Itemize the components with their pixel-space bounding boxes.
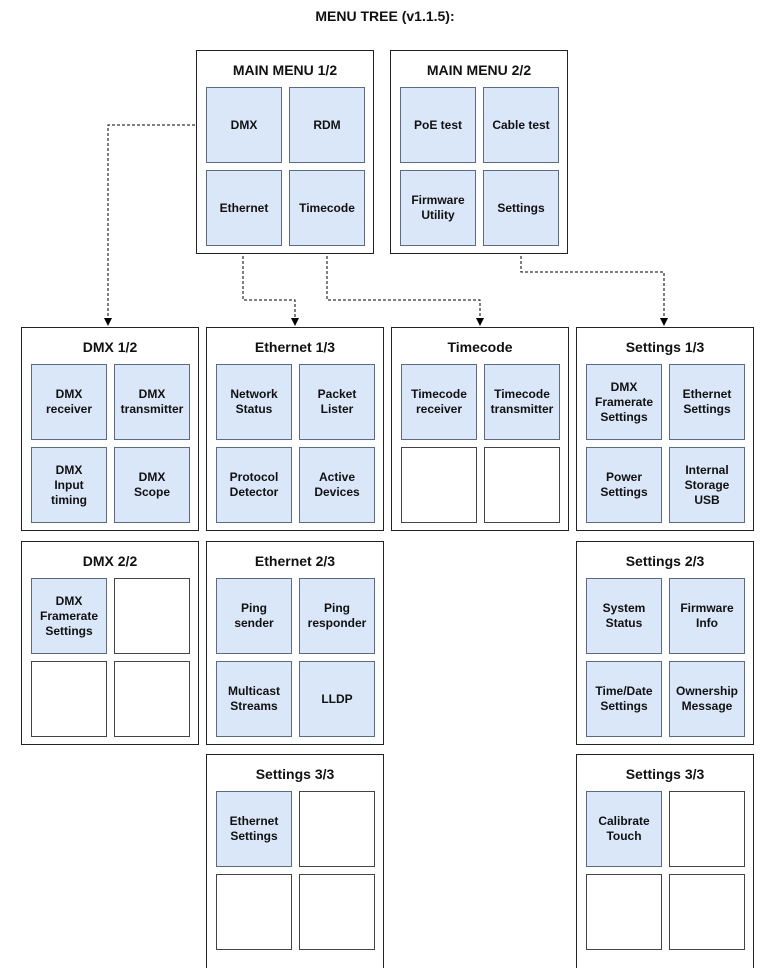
menu-tile[interactable]: Ping responder — [299, 578, 375, 654]
panel-title: Settings 2/3 — [625, 553, 705, 569]
empty-tile — [669, 874, 745, 950]
menu-tile[interactable]: Timecode receiver — [401, 364, 477, 440]
menu-tile[interactable]: Firmware Info — [669, 578, 745, 654]
panel-title: Timecode — [447, 339, 513, 355]
menu-tile[interactable]: Calibrate Touch — [586, 791, 662, 867]
menu-tile[interactable]: Timecode transmitter — [484, 364, 560, 440]
menu-tile[interactable]: DMX receiver — [31, 364, 107, 440]
menu-tile[interactable]: Multicast Streams — [216, 661, 292, 737]
menu-tile[interactable]: DMX Framerate Settings — [586, 364, 662, 440]
connector-settings — [520, 246, 668, 326]
panel-title: MAIN MENU 2/2 — [426, 62, 532, 78]
empty-tile — [669, 791, 745, 867]
menu-tile[interactable]: Firmware Utility — [400, 170, 476, 246]
menu-tile[interactable]: Protocol Detector — [216, 447, 292, 523]
menu-tile[interactable]: Time/Date Settings — [586, 661, 662, 737]
empty-tile — [31, 661, 107, 737]
empty-tile — [586, 874, 662, 950]
menu-tile[interactable]: Timecode — [289, 170, 365, 246]
menu-tile[interactable]: Cable test — [483, 87, 559, 163]
connector-ethernet — [242, 246, 299, 326]
menu-tile[interactable]: Power Settings — [586, 447, 662, 523]
menu-tile[interactable]: Ethernet Settings — [216, 791, 292, 867]
panel-title: Settings 3/3 — [255, 766, 335, 782]
menu-tile[interactable]: DMX — [206, 87, 282, 163]
empty-tile — [484, 447, 560, 523]
menu-tile[interactable]: Ping sender — [216, 578, 292, 654]
menu-tile[interactable]: Network Status — [216, 364, 292, 440]
connector-dmx — [104, 124, 205, 326]
panel-title: MAIN MENU 1/2 — [232, 62, 338, 78]
menu-tile[interactable]: DMX Scope — [114, 447, 190, 523]
menu-tile[interactable]: Packet Lister — [299, 364, 375, 440]
panel-title: DMX 1/2 — [82, 339, 138, 355]
menu-tile[interactable]: RDM — [289, 87, 365, 163]
menu-tile[interactable]: Settings — [483, 170, 559, 246]
empty-tile — [299, 791, 375, 867]
menu-tile[interactable]: System Status — [586, 578, 662, 654]
menu-tile[interactable]: DMX Input timing — [31, 447, 107, 523]
menu-tile[interactable]: LLDP — [299, 661, 375, 737]
panel-title: Settings 1/3 — [625, 339, 705, 355]
panel-title: Settings 3/3 — [625, 766, 705, 782]
menu-tile[interactable]: Internal Storage USB — [669, 447, 745, 523]
menu-tile[interactable]: DMX transmitter — [114, 364, 190, 440]
panel-title: Ethernet 1/3 — [254, 339, 336, 355]
panel-title: DMX 2/2 — [82, 553, 138, 569]
menu-tile[interactable]: DMX Framerate Settings — [31, 578, 107, 654]
empty-tile — [216, 874, 292, 950]
empty-tile — [401, 447, 477, 523]
menu-tile[interactable]: Ethernet Settings — [669, 364, 745, 440]
empty-tile — [299, 874, 375, 950]
empty-tile — [114, 661, 190, 737]
menu-tile[interactable]: Ownership Message — [669, 661, 745, 737]
connector-timecode — [326, 246, 484, 326]
empty-tile — [114, 578, 190, 654]
panel-title: Ethernet 2/3 — [254, 553, 336, 569]
page-title: MENU TREE (v1.1.5): — [315, 8, 455, 24]
menu-tile[interactable]: Ethernet — [206, 170, 282, 246]
menu-tile[interactable]: PoE test — [400, 87, 476, 163]
menu-tile[interactable]: Active Devices — [299, 447, 375, 523]
